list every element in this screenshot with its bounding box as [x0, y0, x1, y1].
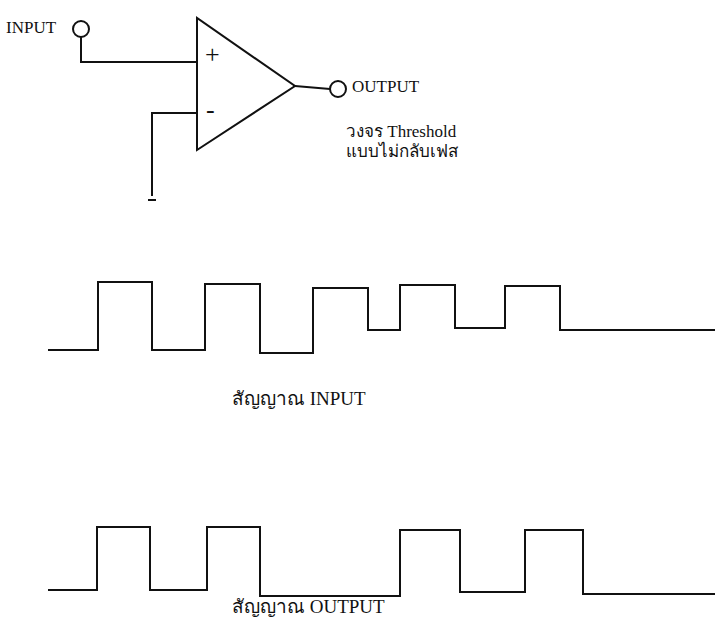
opamp-symbol — [197, 18, 295, 150]
input-waveform — [48, 282, 715, 353]
circuit-caption: วงจร Threshold แบบไม่กลับเฟส — [346, 122, 466, 161]
pin-label: - — [206, 95, 215, 125]
signal-label: สัญญาณ OUTPUT — [232, 596, 385, 618]
reference-mark — [148, 199, 156, 201]
terminal-label: INPUT — [6, 18, 56, 38]
signal-label: สัญญาณ INPUT — [232, 388, 366, 410]
terminal-label: OUTPUT — [352, 77, 419, 97]
output-wire — [295, 86, 330, 89]
pin-label: + — [205, 40, 220, 70]
reference-wire — [152, 113, 197, 196]
output-terminal — [330, 81, 346, 97]
input-wire — [81, 37, 197, 62]
output-waveform — [48, 527, 715, 596]
input-terminal — [73, 21, 89, 37]
